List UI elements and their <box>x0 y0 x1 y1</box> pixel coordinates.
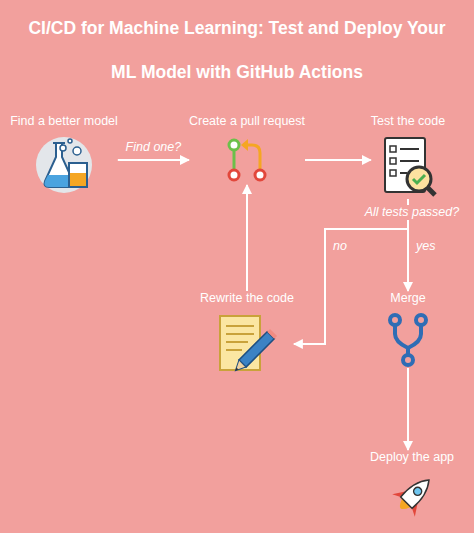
step-label: Rewrite the code <box>200 291 294 306</box>
step-label: Test the code <box>371 114 445 129</box>
flow-arrow <box>294 199 408 344</box>
flask-icon <box>33 135 95 195</box>
rocket-icon <box>386 471 438 523</box>
step-node: Create a pull request <box>189 114 305 185</box>
merge-icon <box>383 312 433 368</box>
test-report-icon <box>377 135 439 199</box>
edge-label: yes <box>414 239 437 254</box>
step-label: Deploy the app <box>370 450 454 465</box>
rewrite-icon <box>214 312 280 376</box>
flow-arrow <box>407 368 409 450</box>
step-label: Find a better model <box>10 114 118 129</box>
step-node: Test the code <box>371 114 445 199</box>
edge-label: Find one? <box>124 140 184 155</box>
flow-arrow <box>246 185 248 291</box>
diagram-title: CI/CD for Machine Learning: Test and Dep… <box>17 6 457 94</box>
step-label: Create a pull request <box>189 114 305 129</box>
step-label: Merge <box>390 291 425 306</box>
decision-question: All tests passed? <box>363 205 462 220</box>
pull-request-icon <box>222 135 272 185</box>
flow-arrow <box>305 159 371 161</box>
edge-label: no <box>331 239 349 254</box>
step-node: Rewrite the code <box>200 291 294 376</box>
flow-arrow <box>118 159 189 161</box>
step-node: Merge <box>383 291 433 368</box>
step-node: Find a better model <box>10 114 118 195</box>
step-node: Deploy the app <box>370 450 454 523</box>
